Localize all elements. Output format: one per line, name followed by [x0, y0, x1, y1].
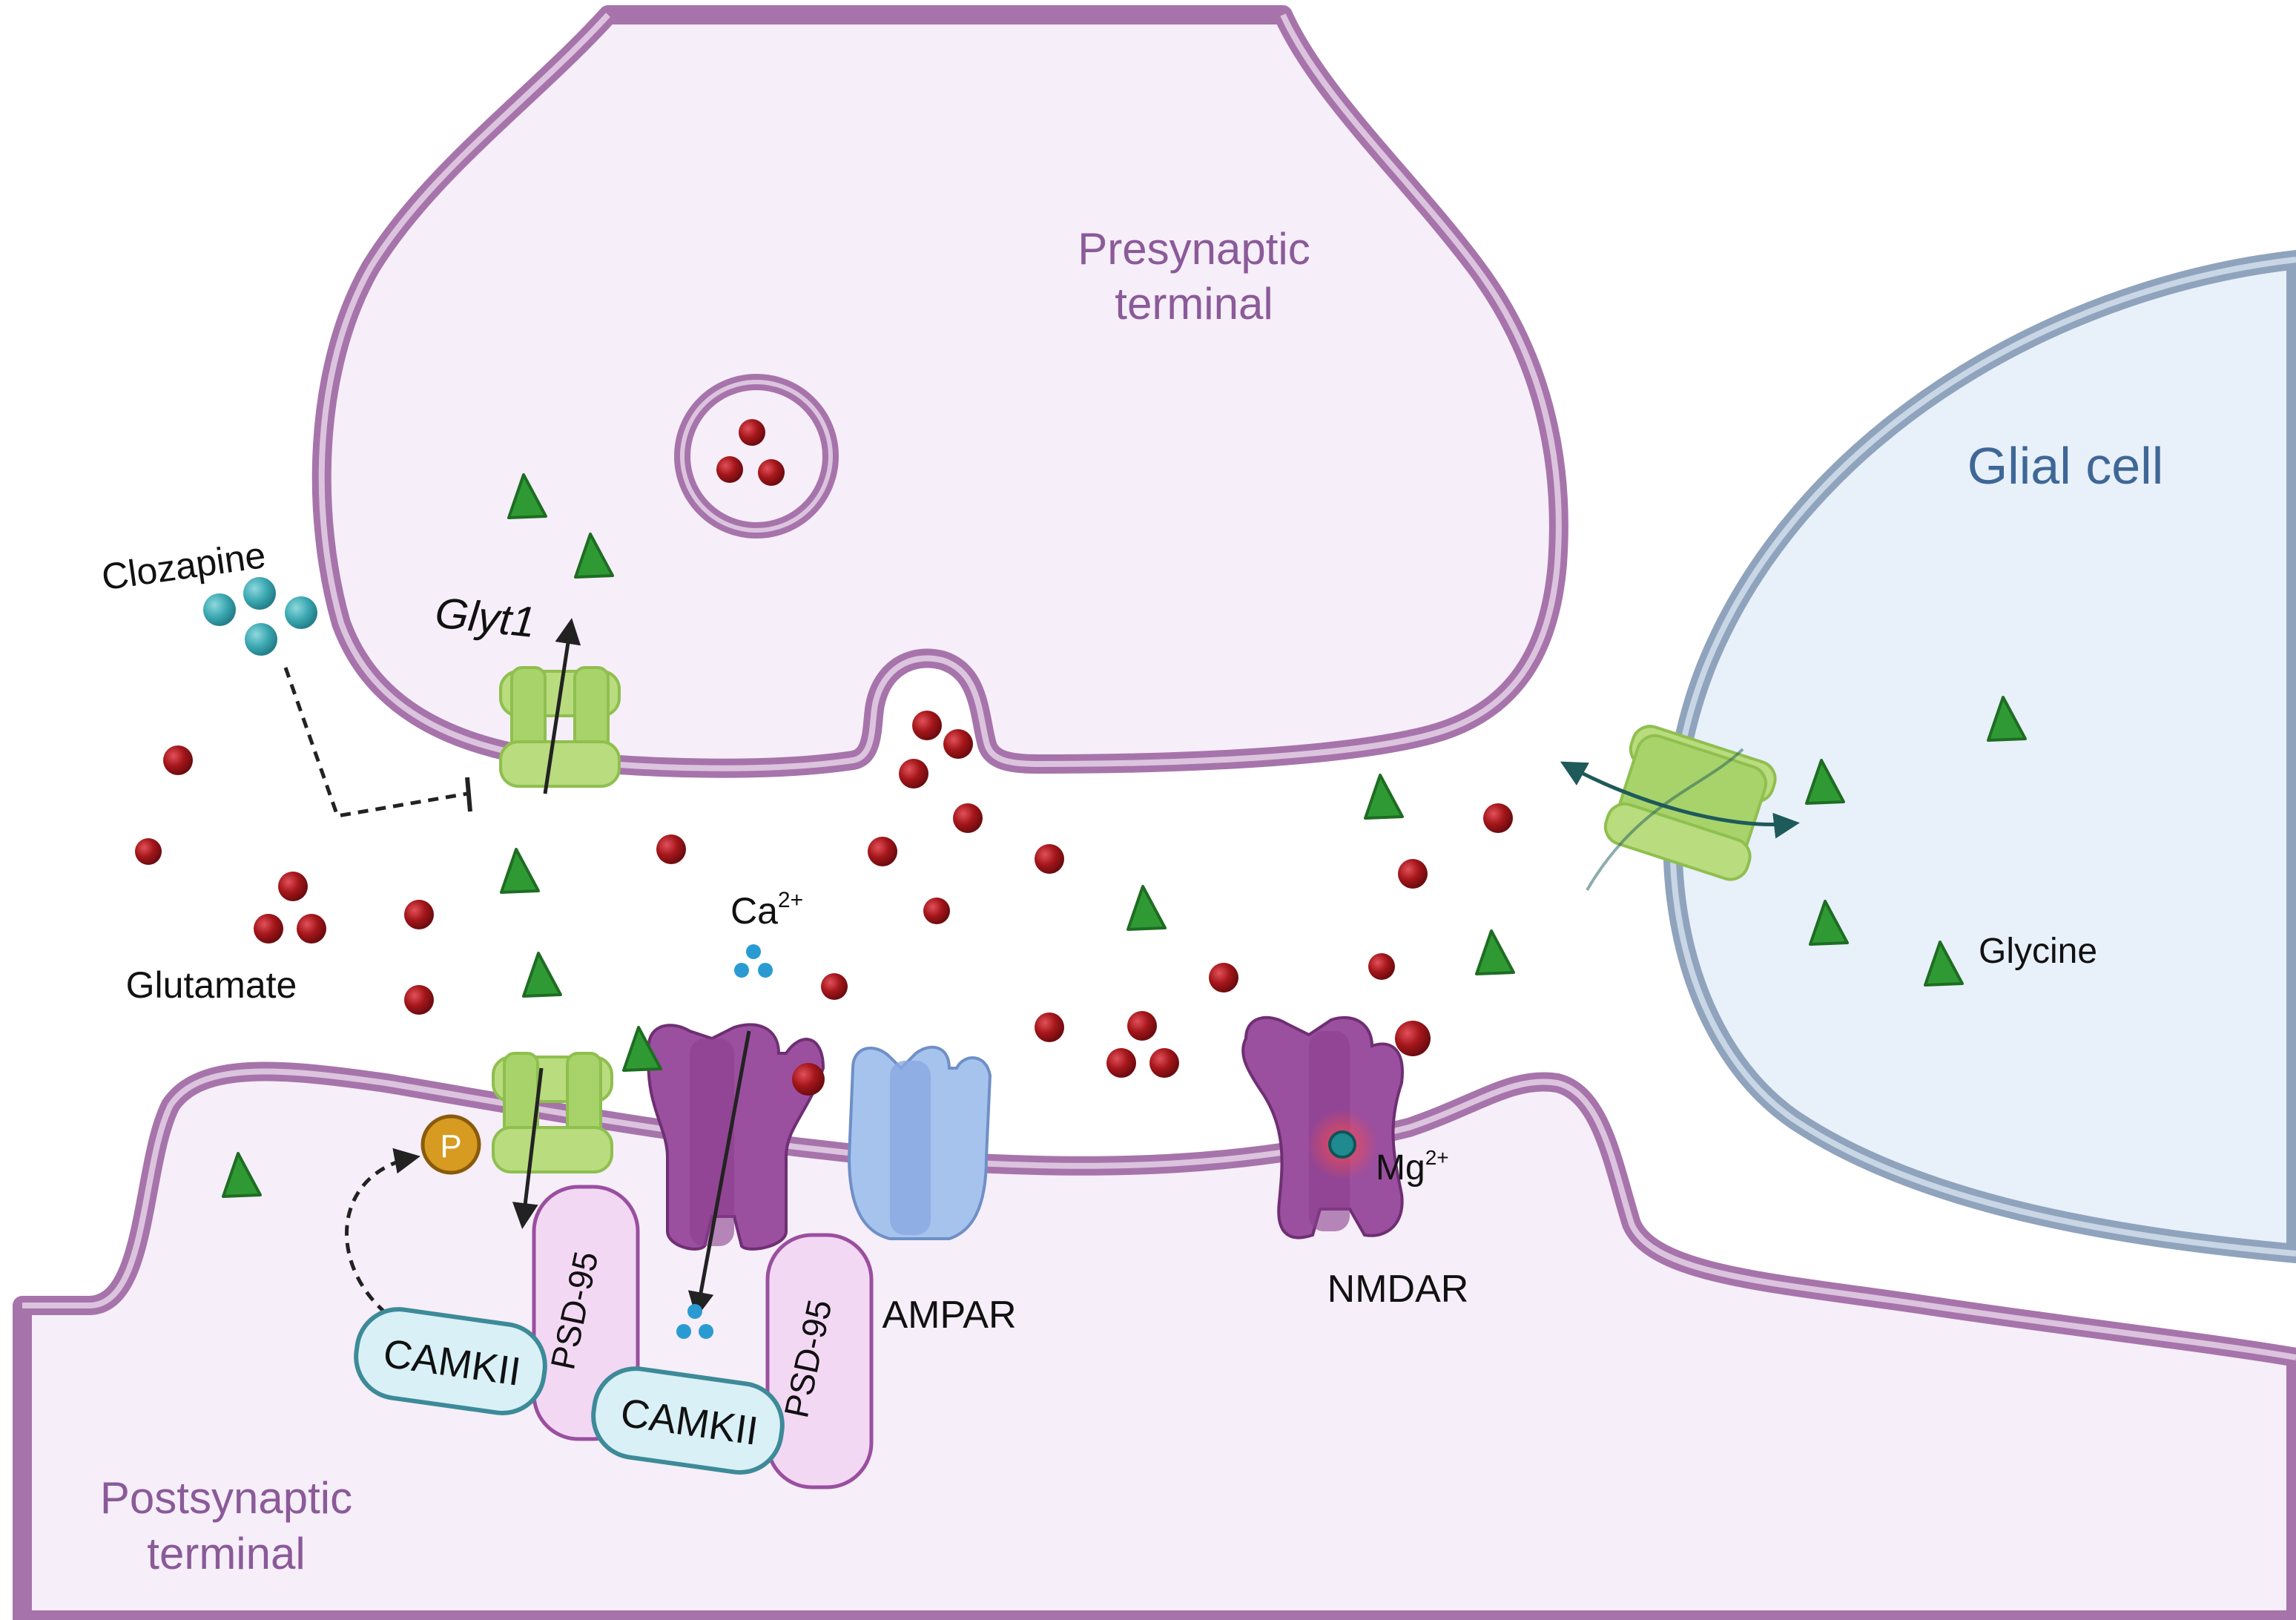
psd95-scaffold-right: PSD-95	[765, 1233, 874, 1489]
glutamate-molecules-cleft	[135, 711, 1513, 1078]
clozapine-label: Clozapine	[99, 534, 268, 598]
svg-text:P: P	[440, 1128, 461, 1165]
nmdar-label: NMDAR	[1327, 1268, 1469, 1311]
glutamate-molecule	[1395, 1021, 1431, 1056]
presynaptic-label-line2: terminal	[1115, 279, 1273, 329]
nmda-receptor-left	[647, 1023, 825, 1318]
clozapine-molecules	[203, 577, 317, 656]
glyt1-transporter-presynaptic	[499, 618, 621, 794]
nmdar-receptor	[1241, 1015, 1431, 1239]
magnesium-label: Mg2+	[1376, 1146, 1449, 1188]
synaptic-vesicle	[674, 374, 839, 539]
glycine-channel-postsynaptic	[492, 1052, 613, 1229]
calcium-ions-intracellular	[676, 1304, 713, 1339]
glyt1-label: Glyt1	[433, 588, 538, 647]
glutamate-molecule	[716, 456, 743, 483]
calcium-label: Ca2+	[730, 888, 803, 932]
glutamate-molecule	[739, 419, 765, 446]
glutamate-label: Glutamate	[126, 964, 297, 1006]
presynaptic-label: Presynaptic	[1078, 224, 1310, 274]
glutamate-molecule	[792, 1063, 825, 1096]
ampar-label: AMPAR	[882, 1294, 1016, 1337]
camkii-right: CAMKII	[591, 1366, 785, 1475]
calcium-label-charge: 2+	[778, 888, 803, 912]
calcium-label-base: Ca	[730, 890, 778, 932]
phosphate-group: P	[420, 1114, 481, 1175]
magnesium-ion	[1328, 1130, 1356, 1159]
glutamate-molecule	[758, 459, 785, 486]
postsynaptic-label-line2: terminal	[147, 1529, 305, 1578]
bidirectional-transport-arrow	[1560, 761, 1800, 839]
magnesium-label-base: Mg	[1376, 1148, 1425, 1188]
presynaptic-terminal: Presynaptic terminal	[311, 5, 1568, 778]
calcium-ions-extracellular	[734, 944, 773, 978]
ampar-receptor	[847, 1045, 992, 1240]
glial-cell	[1663, 249, 2296, 1264]
glycine-label: Glycine	[1979, 932, 2097, 971]
camkii-left: CAMKII	[354, 1307, 547, 1415]
postsynaptic-label: Postsynaptic	[100, 1473, 352, 1523]
glial-cell-label: Glial cell	[1967, 437, 2164, 495]
magnesium-label-charge: 2+	[1425, 1146, 1449, 1169]
